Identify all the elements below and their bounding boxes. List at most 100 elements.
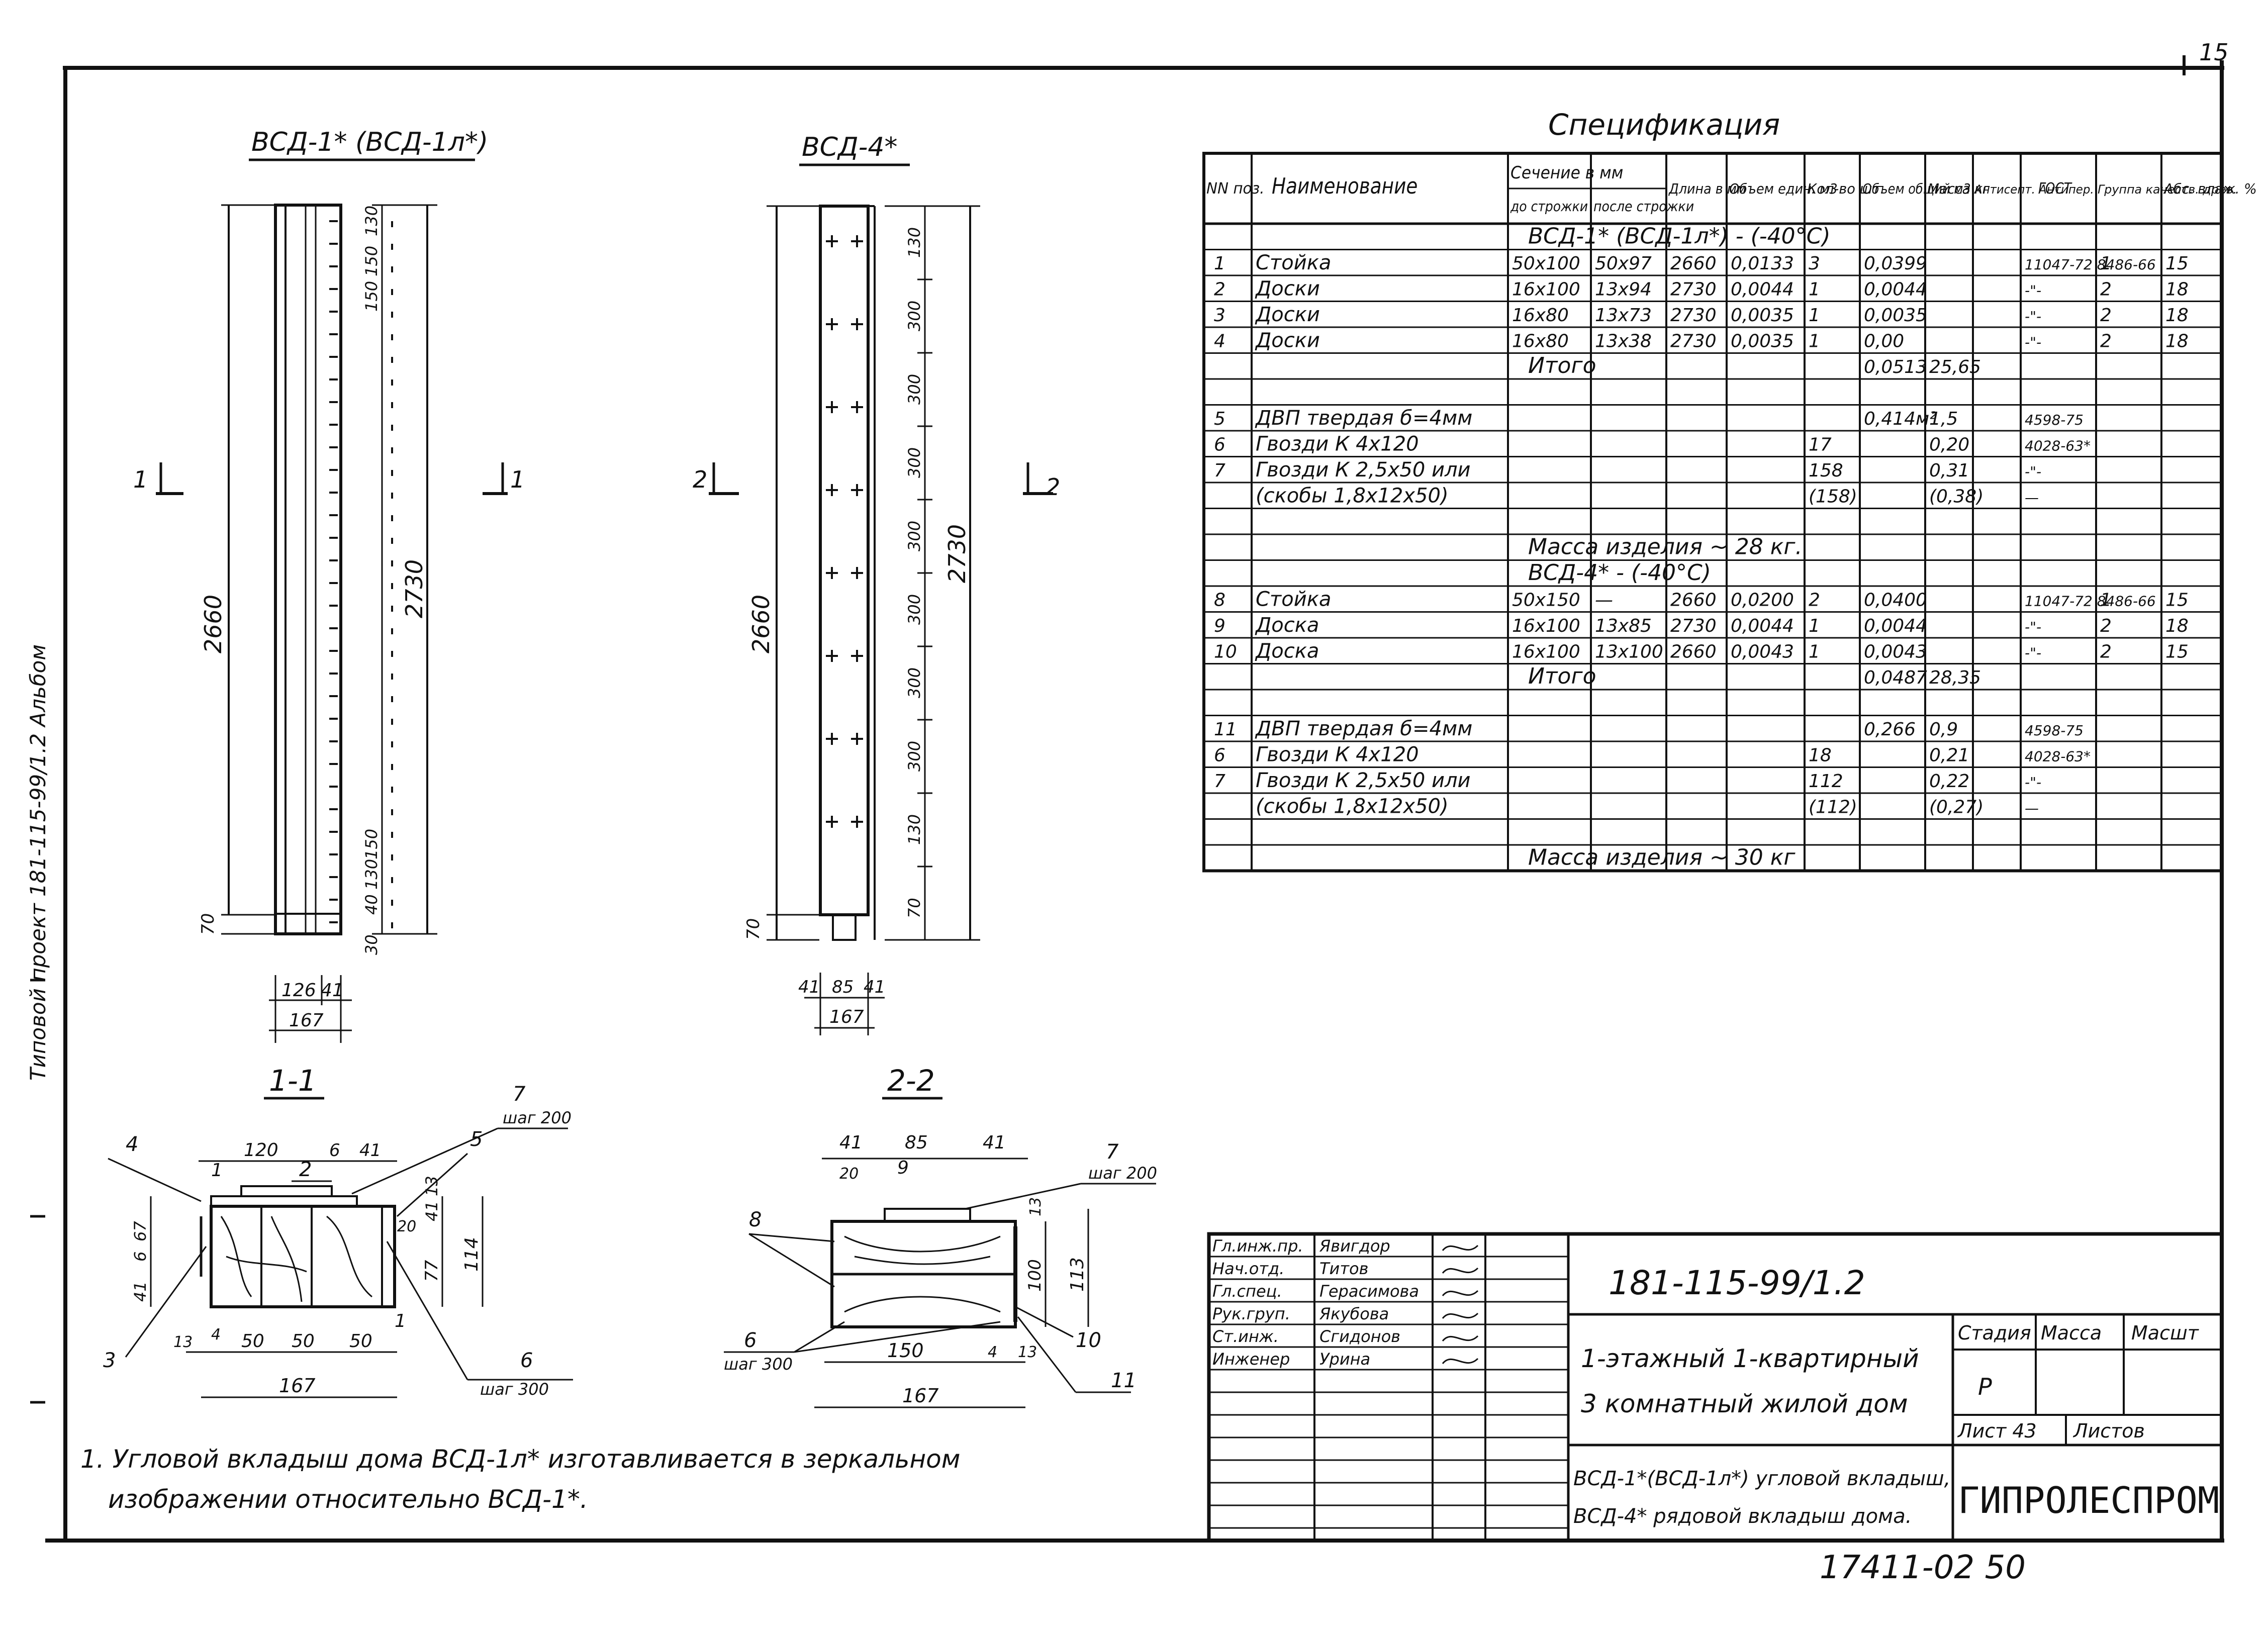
spec-cell-qty: 112 [1809,771,1843,792]
dim-b-spacing: 300 [905,521,924,551]
spec-cell-pos: 11 [1214,719,1237,740]
signature [1442,1358,1479,1365]
spec-cell-before: 16x100 [1512,616,1580,636]
spec-cell-vt: 0,0400 [1864,590,1927,611]
s1-dim-r-77: 77 [422,1260,442,1282]
dim-a-70: 70 [198,913,218,935]
spec-group-row: Масса изделия ~ 28 кг. [1528,534,1802,560]
tb-desc-1: ВСД-1*(ВСД-1л*) угловой вкладыш, [1573,1467,1950,1490]
drawing-vsd1-title: ВСД-1* (ВСД-1л*) [251,127,488,157]
spec-cell-vt: 0,0043 [1864,642,1927,662]
spec-header-qty: Кол-во шт. [1807,180,1884,197]
spec-group-row: Итого [1528,353,1596,378]
section-mark-1-left: 1 [133,466,148,493]
dim-a-2730: 2730 [401,559,428,618]
spec-cell-after: 13x85 [1595,616,1652,636]
spec-cell-pos: 6 [1214,435,1225,455]
spec-header-antisept: Антисепт. Антипер. [1973,182,2094,197]
spec-cell-name: ДВП твердая б=4мм [1255,717,1472,740]
dim-b-spacing: 300 [905,301,924,331]
tb-name: Якубова [1319,1304,1389,1323]
dim-b-41b: 41 [864,977,885,997]
spec-cell-pos: 4 [1214,331,1225,352]
spec-cell-after: — [1595,590,1613,611]
dim-b-167: 167 [829,1007,864,1027]
s1-dim-b-50b: 50 [292,1331,315,1352]
specification-table: Спецификация NN поз.НаименованиеСечение … [1202,108,2257,873]
s2-dim-41b: 41 [983,1132,1006,1153]
spec-header-length: Длина в мм [1668,180,1746,197]
tb-role: Инженер [1212,1350,1290,1369]
spec-cell-mass: 1,5 [1929,409,1958,429]
spec-group-row: ВСД-1* (ВСД-1л*) - (-40°С) [1528,224,1831,249]
spec-cell-len: 2730 [1670,331,1717,352]
s1-dim-b-13: 13 [173,1333,193,1351]
dim-a-bot-1: 130 [362,859,381,890]
spec-cell-mass: 0,31 [1929,460,1969,481]
spec-cell-len: 2660 [1670,253,1717,274]
s2-callout-10: 10 [1076,1329,1101,1352]
dim-a-167: 167 [289,1010,324,1031]
spec-cell-name: Стойка [1256,251,1331,274]
spec-cell-len: 2660 [1670,642,1717,662]
dim-b-85: 85 [832,977,854,997]
spec-header-section: Сечение в мм [1510,163,1623,183]
spec-cell-after: 13x100 [1595,642,1663,662]
spec-cell-vt: 0,0035 [1864,305,1927,326]
spec-cell-qty: 2 [1809,590,1820,611]
spec-cell-gost: 4028-63* [2025,748,2091,765]
spec-cell-name: Доски [1255,277,1320,301]
spec-cell-pos: 5 [1214,409,1225,429]
spec-cell-grade: 2 [2100,642,2112,662]
spec-cell-vt: 0,0044 [1864,616,1927,636]
s1-dim-l-6: 6 [131,1252,150,1262]
spec-cell-gost: -"- [2025,308,2041,325]
s1-callout-1a: 1 [211,1160,223,1181]
spec-header-vol_unit: Объем един. м3 [1729,180,1838,197]
spec-cell-mass: 0,21 [1929,745,1969,766]
dim-b-spacing: 300 [905,374,924,405]
spec-cell-after: 13x94 [1595,279,1652,300]
s2-dim-41a: 41 [839,1132,863,1153]
dim-a-top-3: 150 [362,281,381,312]
spec-cell-moist: 18 [2165,331,2189,352]
signature [1442,1244,1479,1252]
s2-dim-100: 100 [1025,1259,1045,1292]
bottom-code: 17411-02 50 [1820,1549,2026,1586]
spec-cell-gost: — [2025,490,2039,506]
s1-dim-b-50c: 50 [349,1331,372,1352]
s1-dim-l-67: 67 [131,1221,150,1241]
dim-b-spacing: 300 [905,741,924,772]
spec-cell-name: Гвозди К 4x120 [1256,743,1419,766]
spec-cell-vt: 0,0513 [1864,357,1927,377]
spec-cell-name: Доски [1255,329,1320,352]
dim-a-bot-2: 150 [362,829,381,859]
spec-cell-vu: 0,0044 [1731,279,1794,300]
dim-b-2730: 2730 [943,524,971,583]
spec-cell-mass: 0,20 [1929,435,1969,455]
spec-cell-name: (скобы 1,8x12x50) [1256,485,1449,508]
tb-name: Явигдор [1319,1236,1390,1256]
tb-scale-label: Масшт [2131,1322,2200,1344]
spec-cell-qty: 1 [1809,642,1820,662]
tb-name: Титов [1319,1259,1368,1278]
spec-cell-qty: 158 [1809,460,1843,481]
drawing-vsd4-title: ВСД-4* [802,132,897,162]
dim-b-spacing: 300 [905,447,924,478]
spec-cell-moist: 15 [2165,253,2189,274]
tb-code: 181-115-99/1.2 [1609,1264,1865,1302]
spec-cell-vu: 0,0200 [1731,590,1794,611]
title-block: Гл.инж.пр.ЯвигдорНач.отд.ТитовГл.спец.Ге… [1207,1232,2224,1586]
tb-project-1: 1-этажный 1-квартирный [1581,1344,1919,1373]
spec-cell-moist: 18 [2165,279,2189,300]
spec-cell-name: ДВП твердая б=4мм [1255,407,1472,430]
spec-cell-name: (скобы 1,8x12x50) [1256,795,1449,818]
spec-cell-grade: 2 [2100,616,2112,636]
spec-cell-moist: 15 [2165,642,2189,662]
spec-cell-grade: 1 [2100,253,2112,274]
tb-sheets: Листов [2072,1420,2145,1442]
spec-cell-qty: 1 [1809,305,1820,326]
s2-dim-13: 13 [1027,1197,1045,1216]
spec-cell-gost: -"- [2025,463,2041,480]
